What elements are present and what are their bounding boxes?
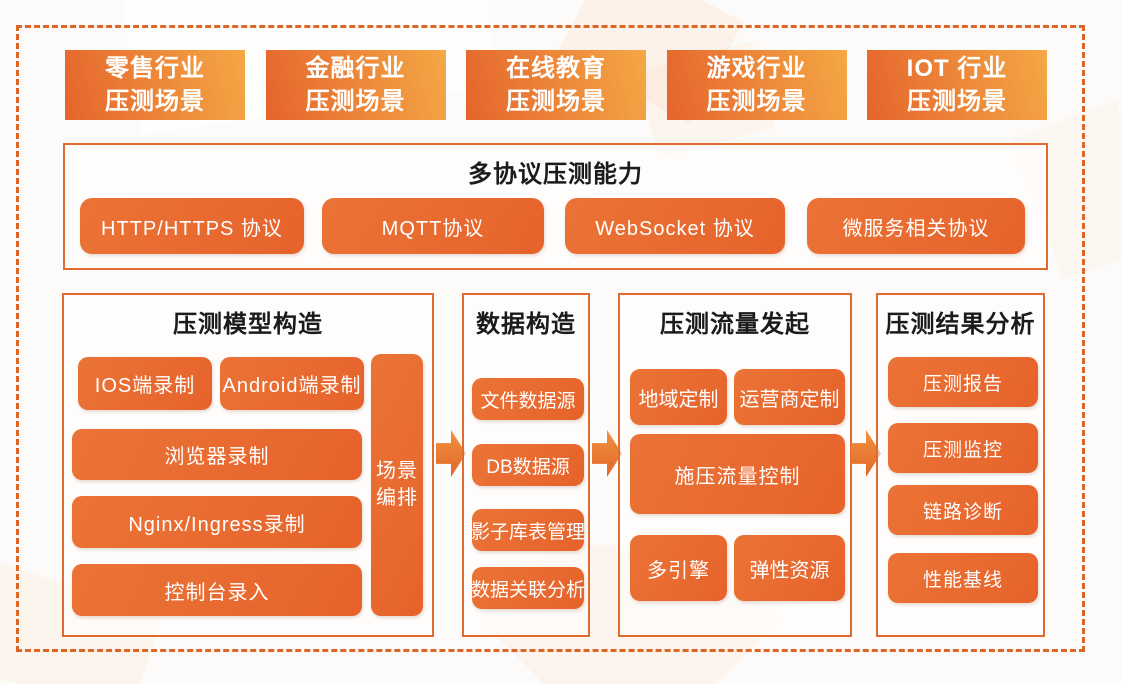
model-construction-panel: 压测模型构造 IOS端录制 Android端录制 浏览器录制 Nginx/Ing… [62,293,434,637]
industry-label-line1: 零售行业 [105,55,205,82]
model-item-scene-orchestration: 场景 编排 [371,354,423,616]
protocol-button-http: HTTP/HTTPS 协议 [80,198,304,254]
traffic-item-region-custom: 地域定制 [630,369,727,425]
data-panel-title: 数据构造 [476,311,576,338]
model-panel-title: 压测模型构造 [173,311,323,338]
industry-scenario-row: 零售行业 压测场景 金融行业 压测场景 在线教育 压测场景 游戏行业 压测场景 … [65,50,1047,120]
industry-label-line1: 游戏行业 [706,55,807,82]
protocol-button-websocket: WebSocket 协议 [565,198,785,254]
data-item-correlation-analysis: 数据关联分析 [471,567,585,609]
industry-box-gaming: 游戏行业 压测场景 [666,50,847,120]
industry-box-iot: IOT 行业 压测场景 [867,50,1047,120]
result-item-monitoring: 压测监控 [888,423,1038,473]
dashed-border-frame [16,25,1085,652]
result-analysis-panel: 压测结果分析 压测报告 压测监控 链路诊断 性能基线 [876,293,1045,637]
scene-label-line1: 场景 [376,460,418,482]
industry-box-retail: 零售行业 压测场景 [65,50,245,120]
data-construction-panel: 数据构造 文件数据源 DB数据源 影子库表管理 数据关联分析 [462,293,590,637]
data-item-db-source: DB数据源 [472,444,584,486]
model-item-ios-recording: IOS端录制 [78,357,212,410]
protocol-capability-panel: 多协议压测能力 HTTP/HTTPS 协议 MQTT协议 WebSocket 协… [63,143,1048,270]
traffic-initiation-panel: 压测流量发起 地域定制 运营商定制 施压流量控制 多引擎 弹性资源 [618,293,852,637]
data-item-shadow-table: 影子库表管理 [471,509,585,551]
protocol-button-microservice: 微服务相关协议 [807,198,1025,254]
industry-label-line2: 压测场景 [105,88,205,115]
scene-label-line2: 编排 [376,487,418,509]
protocol-panel-title: 多协议压测能力 [468,161,643,188]
model-item-android-recording: Android端录制 [220,357,364,410]
industry-label-line1: IOT 行业 [906,55,1008,82]
model-item-browser-recording: 浏览器录制 [72,429,362,480]
traffic-item-elastic-resource: 弹性资源 [734,535,845,601]
industry-box-finance: 金融行业 压测场景 [265,50,446,120]
industry-label-line1: 在线教育 [506,55,606,82]
traffic-item-carrier-custom: 运营商定制 [734,369,845,425]
industry-label-line2: 压测场景 [907,88,1007,115]
model-item-console-entry: 控制台录入 [72,564,362,616]
protocol-button-mqtt: MQTT协议 [322,198,544,254]
industry-label-line1: 金融行业 [305,55,406,82]
result-panel-title: 压测结果分析 [885,311,1036,338]
traffic-panel-title: 压测流量发起 [660,311,810,338]
industry-label-line2: 压测场景 [706,88,807,115]
traffic-item-load-control: 施压流量控制 [630,434,845,514]
traffic-item-multi-engine: 多引擎 [630,535,727,601]
industry-label-line2: 压测场景 [305,88,406,115]
model-item-nginx-ingress-recording: Nginx/Ingress录制 [72,496,362,548]
result-item-trace-diagnosis: 链路诊断 [888,485,1038,535]
result-item-performance-baseline: 性能基线 [888,553,1038,603]
industry-label-line2: 压测场景 [506,88,606,115]
result-item-report: 压测报告 [888,357,1038,407]
data-item-file-source: 文件数据源 [472,378,584,420]
industry-box-education: 在线教育 压测场景 [466,50,646,120]
